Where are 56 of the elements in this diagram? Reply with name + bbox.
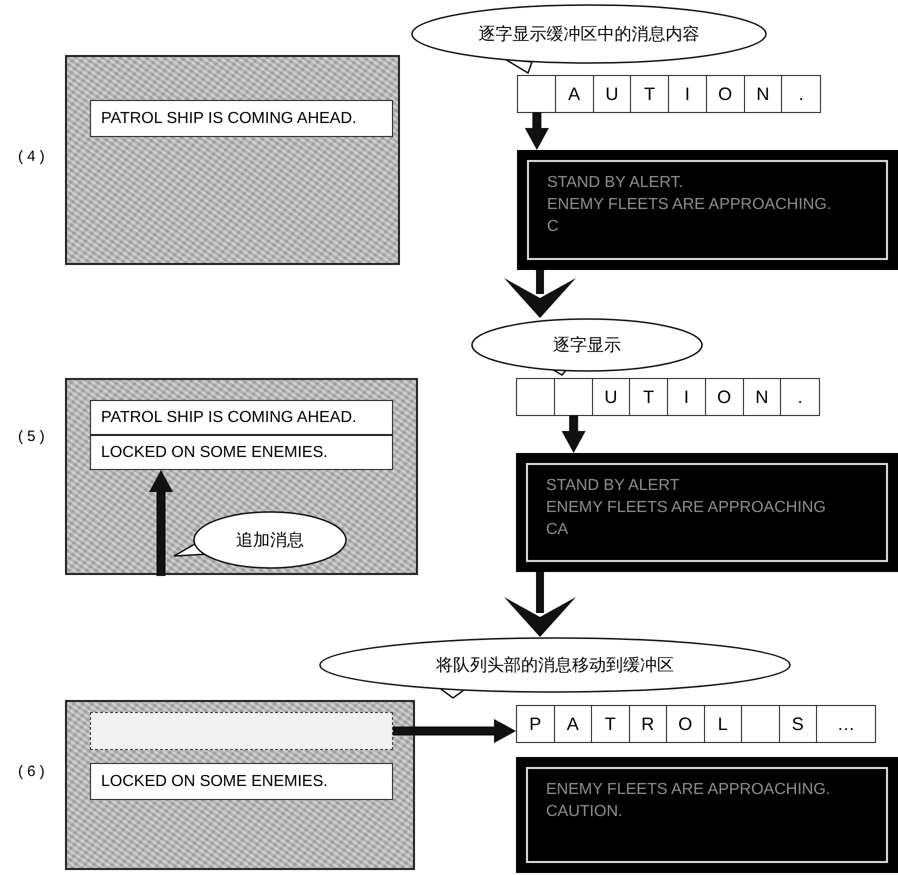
buffer-cell: .	[781, 379, 819, 415]
buffer-cell: .	[782, 76, 820, 112]
buffer-cell: T	[631, 76, 669, 112]
buffer-cell: A	[556, 76, 594, 112]
display-screen	[516, 453, 898, 572]
display-text: CA	[546, 520, 568, 540]
buffer-cell: R	[630, 706, 667, 742]
step-number: ( 5 )	[18, 428, 45, 445]
display-text: STAND BY ALERT.	[547, 173, 684, 193]
message-box: LOCKED ON SOME ENEMIES.	[90, 435, 393, 470]
buffer-cell: I	[669, 76, 707, 112]
arrow	[149, 470, 173, 576]
display-text: CAUTION.	[546, 802, 622, 822]
buffer-cell: N	[744, 379, 782, 415]
buffer-cell: S	[780, 706, 817, 742]
buffer-cell: P	[517, 706, 554, 742]
display-screen	[516, 757, 898, 873]
character-buffer	[516, 378, 820, 416]
buffer-cell: U	[592, 379, 630, 415]
message-box: PATROL SHIP IS COMING AHEAD.	[90, 100, 393, 137]
arrow	[562, 415, 586, 453]
buffer-cell: A	[554, 706, 592, 742]
step-number: ( 4 )	[18, 148, 45, 165]
bubble-text: 将队列头部的消息移动到缓冲区	[436, 654, 674, 676]
buffer-cell: O	[706, 76, 744, 112]
game-screen	[65, 378, 418, 575]
empty-message-slot	[90, 712, 393, 750]
message-box: PATROL SHIP IS COMING AHEAD.	[90, 400, 393, 435]
bubble-text: 追加消息	[236, 530, 304, 552]
step-number: ( 6 )	[18, 763, 45, 780]
buffer-cell: L	[704, 706, 742, 742]
buffer-cell: O	[667, 706, 704, 742]
display-text: ENEMY FLEETS ARE APPROACHING	[546, 498, 826, 518]
buffer-cell: T	[630, 379, 668, 415]
display-text: C	[547, 217, 559, 237]
character-buffer	[517, 75, 821, 113]
buffer-cell: …	[817, 706, 875, 742]
display-screen	[517, 150, 898, 270]
display-text: ENEMY FLEETS ARE APPROACHING.	[546, 780, 830, 800]
character-buffer	[516, 705, 876, 743]
buffer-cell: U	[594, 76, 632, 112]
buffer-cell: N	[744, 76, 782, 112]
buffer-cell: T	[592, 706, 630, 742]
game-screen	[65, 55, 400, 265]
step-chevron	[504, 572, 576, 637]
display-text: STAND BY ALERT	[546, 476, 680, 496]
bubble-text: 逐字显示缓冲区中的消息内容	[478, 24, 700, 46]
arrow	[393, 719, 516, 743]
buffer-cell: O	[706, 379, 744, 415]
message-box: LOCKED ON SOME ENEMIES.	[90, 763, 393, 800]
buffer-cell: I	[668, 379, 706, 415]
display-text: ENEMY FLEETS ARE APPROACHING.	[547, 195, 832, 215]
step-chevron	[504, 270, 576, 318]
bubble-text: 逐字显示	[553, 334, 621, 356]
arrow	[524, 112, 549, 150]
game-screen	[65, 700, 415, 870]
